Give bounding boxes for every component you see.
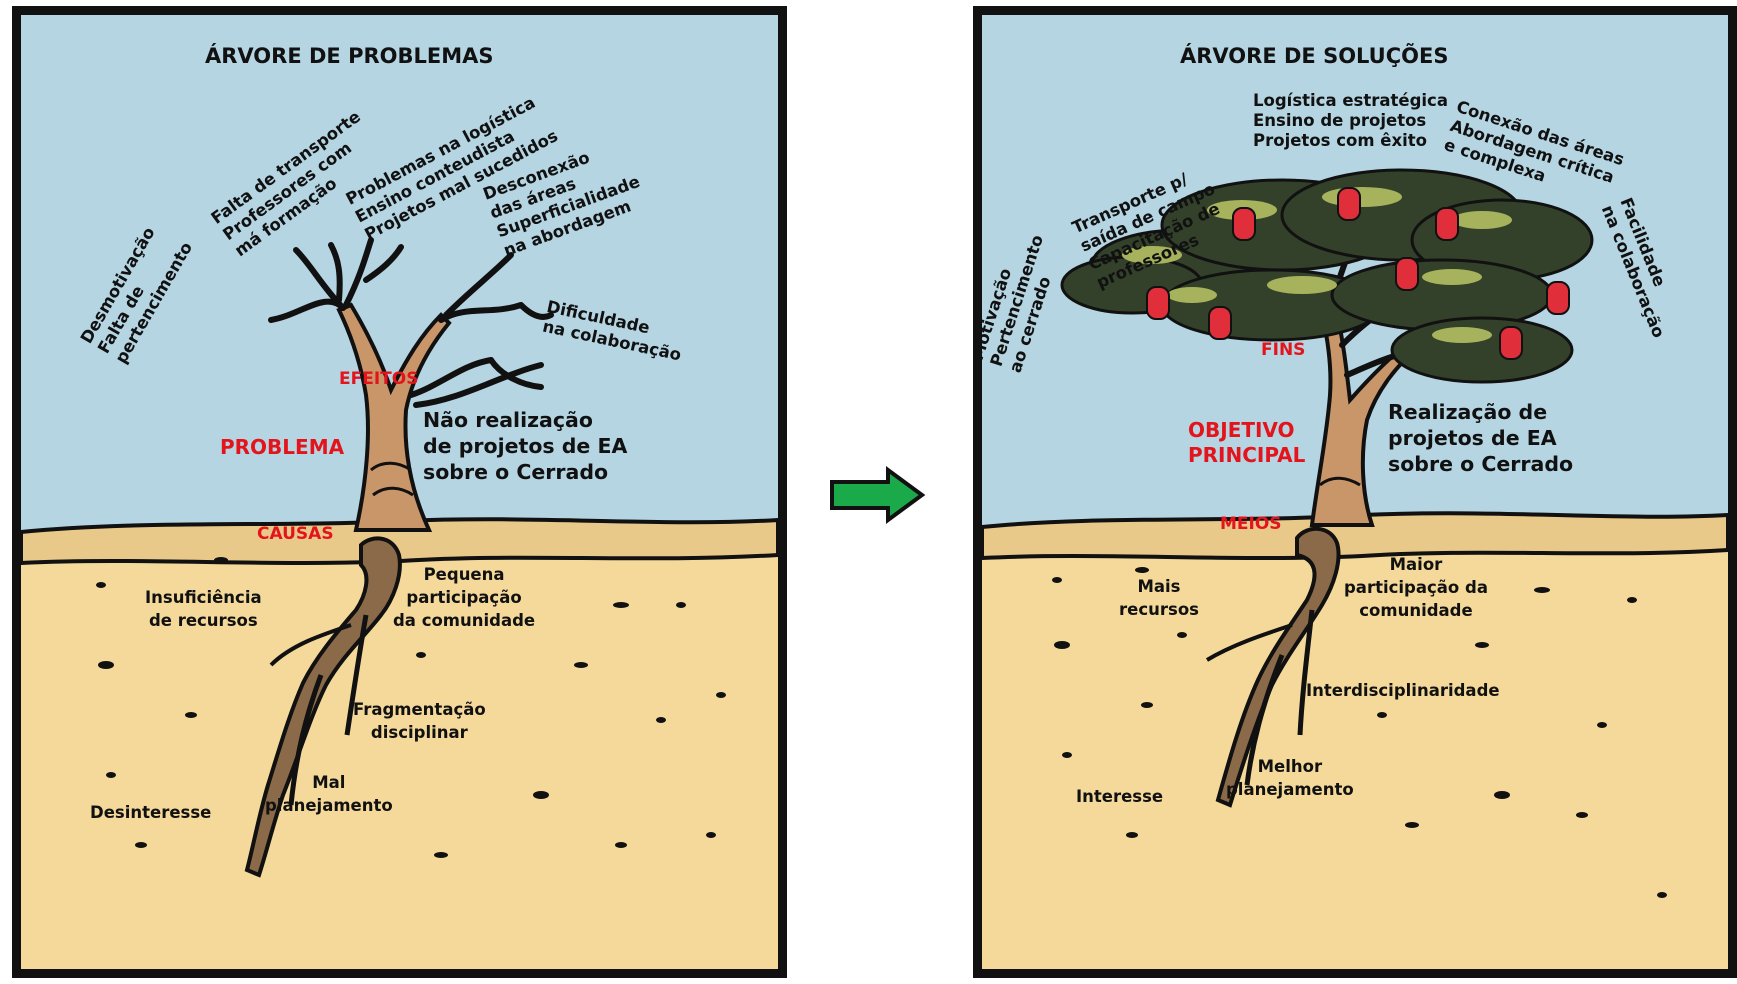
cause-label: Pequena participação da comunidade: [393, 563, 535, 632]
cause-line: Desinteresse: [90, 801, 211, 824]
means-line: Melhor: [1226, 755, 1354, 778]
solution-tree-title: ÁRVORE DE SOLUÇÕES: [1180, 45, 1448, 69]
cause-line: de recursos: [145, 609, 262, 632]
means-line: comunidade: [1344, 599, 1488, 622]
means-item: Interesse: [1076, 785, 1163, 808]
cause-line: da comunidade: [393, 609, 535, 632]
means-label: MEIOS: [1220, 515, 1282, 534]
cause-label: Insuficiência de recursos: [145, 586, 262, 632]
problem-line: sobre o Cerrado: [423, 459, 627, 485]
means-item: Maior participação da comunidade: [1344, 553, 1488, 622]
end-label: Logística estratégica Ensino de projetos…: [1253, 91, 1448, 151]
means-line: recursos: [1119, 598, 1199, 621]
cause-label: Fragmentação disciplinar: [353, 698, 486, 744]
objective-line: projetos de EA: [1388, 425, 1573, 451]
means-item: Mais recursos: [1119, 575, 1199, 621]
ends-label: FINS: [1261, 341, 1305, 360]
cause-line: disciplinar: [353, 721, 486, 744]
cause-line: participação: [393, 586, 535, 609]
cause-line: Pequena: [393, 563, 535, 586]
objective-label-line: PRINCIPAL: [1188, 443, 1305, 468]
arrow-right-icon: [828, 466, 928, 524]
objective-line: sobre o Cerrado: [1388, 451, 1573, 477]
means-line: Maior: [1344, 553, 1488, 576]
means-item: Melhor planejamento: [1226, 755, 1354, 801]
objective-line: Realização de: [1388, 399, 1573, 425]
problem-line: de projetos de EA: [423, 433, 627, 459]
problem-line: Não realização: [423, 407, 627, 433]
objective-label: OBJETIVO PRINCIPAL: [1188, 418, 1305, 468]
means-line: Interesse: [1076, 785, 1163, 808]
means-line: Interdisciplinaridade: [1306, 679, 1500, 702]
problem-tree-title: ÁRVORE DE PROBLEMAS: [205, 45, 494, 69]
end-line: Projetos com êxito: [1253, 131, 1448, 151]
cause-line: Mal: [265, 771, 393, 794]
means-line: Mais: [1119, 575, 1199, 598]
end-line: Ensino de projetos: [1253, 111, 1448, 131]
problem-statement: Não realização de projetos de EA sobre o…: [423, 407, 627, 485]
cause-label: Desinteresse: [90, 801, 211, 824]
cause-line: planejamento: [265, 794, 393, 817]
solution-tree-panel: ÁRVORE DE SOLUÇÕES Motivação Pertencimen…: [973, 6, 1737, 978]
problem-tree-panel: ÁRVORE DE PROBLEMAS Desmotivação Falta d…: [12, 6, 787, 978]
problem-label: PROBLEMA: [220, 435, 344, 460]
objective-statement: Realização de projetos de EA sobre o Cer…: [1388, 399, 1573, 477]
means-line: planejamento: [1226, 778, 1354, 801]
means-line: participação da: [1344, 576, 1488, 599]
effects-label: EFEITOS: [339, 370, 418, 389]
problem-tree-illustration: [21, 15, 778, 969]
means-item: Interdisciplinaridade: [1306, 679, 1500, 702]
end-line: Logística estratégica: [1253, 91, 1448, 111]
objective-label-line: OBJETIVO: [1188, 418, 1305, 443]
cause-line: Fragmentação: [353, 698, 486, 721]
causes-label: CAUSAS: [257, 525, 334, 544]
cause-line: Insuficiência: [145, 586, 262, 609]
cause-label: Mal planejamento: [265, 771, 393, 817]
